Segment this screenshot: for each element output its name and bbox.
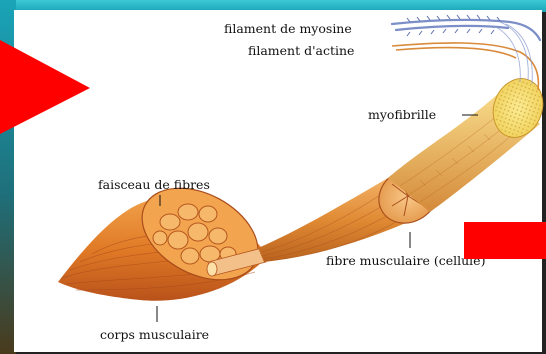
label-muscle-body: corps musculaire [100, 327, 209, 342]
red-triangle-icon [0, 40, 90, 134]
label-actin-filament: filament d'actine [248, 43, 354, 58]
label-myosin-filament: filament de myosine [224, 21, 352, 36]
red-rectangle-icon [464, 222, 546, 259]
label-muscle-fiber: fibre musculaire (cellule) [326, 253, 485, 268]
myofibril-illustration [388, 72, 546, 212]
label-myofibril: myofibrille [368, 107, 436, 122]
label-fiber-bundle: faisceau de fibres [98, 177, 210, 192]
